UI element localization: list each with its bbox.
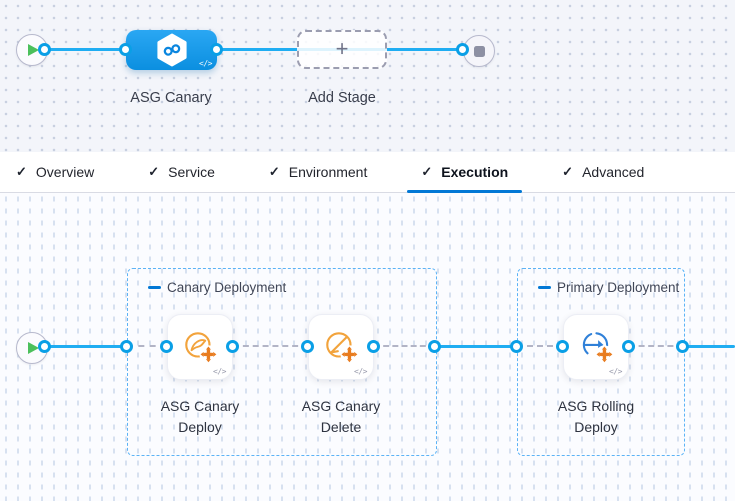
code-icon[interactable]: </>	[199, 59, 212, 68]
step-name-label: ASG Canary Delete	[301, 398, 381, 435]
connector-port[interactable]	[428, 340, 441, 353]
connector-port[interactable]	[160, 340, 173, 353]
connector-port[interactable]	[120, 340, 133, 353]
connector-port[interactable]	[301, 340, 314, 353]
group-dash-icon	[148, 286, 161, 289]
stage-config-tabs: ✓ Overview ✓ Service ✓ Environment ✓ Exe…	[0, 152, 735, 193]
connector-port[interactable]	[676, 340, 689, 353]
tab-label: Environment	[288, 164, 368, 180]
tab-environment[interactable]: ✓ Environment	[255, 152, 382, 192]
stage-canvas[interactable]: </> ASG Canary + Add Stage	[0, 0, 735, 152]
connector-port[interactable]	[510, 340, 523, 353]
step-name-label: ASG Canary Deploy	[160, 398, 240, 435]
connector-line-dashed	[233, 345, 308, 347]
code-icon[interactable]: </>	[609, 367, 622, 376]
connector-port[interactable]	[556, 340, 569, 353]
cd-stage-icon	[156, 33, 187, 67]
code-icon[interactable]: </>	[354, 367, 367, 376]
add-stage-label: Add Stage	[308, 90, 376, 106]
check-icon: ✓	[148, 164, 160, 179]
step-asg-canary-deploy[interactable]: </>	[167, 314, 233, 380]
group-label: Canary Deployment	[148, 280, 286, 295]
connector-port[interactable]	[38, 340, 51, 353]
asg-rolling-deploy-icon	[582, 332, 614, 364]
add-stage-button[interactable]: +	[297, 30, 387, 69]
connector-port[interactable]	[367, 340, 380, 353]
connector-line-dashed	[374, 345, 435, 347]
tab-execution[interactable]: ✓ Execution	[407, 152, 522, 193]
step-asg-canary-delete[interactable]: </>	[308, 314, 374, 380]
plus-icon: +	[335, 35, 349, 61]
stop-icon	[473, 45, 485, 57]
connector-port[interactable]	[622, 340, 635, 353]
stage-name-label: ASG Canary	[130, 90, 212, 106]
connector-line	[44, 48, 464, 51]
code-icon[interactable]: </>	[213, 367, 226, 376]
execution-canvas[interactable]: Canary Deployment Primary Deployment	[0, 193, 735, 501]
connector-line-dashed	[127, 345, 167, 347]
step-group-primary-deployment[interactable]: Primary Deployment	[517, 268, 685, 456]
group-label: Primary Deployment	[538, 280, 679, 295]
connector-line-dashed	[517, 345, 563, 347]
connector-port[interactable]	[456, 43, 469, 56]
connector-port[interactable]	[38, 43, 51, 56]
step-name-label: ASG Rolling Deploy	[557, 398, 635, 435]
connector-line	[683, 345, 735, 348]
check-icon: ✓	[268, 164, 280, 179]
connector-line	[435, 345, 517, 348]
connector-port[interactable]	[210, 43, 223, 56]
play-icon	[28, 342, 39, 354]
connector-line-dashed	[629, 345, 683, 347]
check-icon: ✓	[16, 164, 27, 179]
connector-port[interactable]	[226, 340, 239, 353]
step-asg-rolling-deploy[interactable]: </>	[563, 314, 629, 380]
tab-overview[interactable]: ✓ Overview	[2, 152, 108, 192]
play-icon	[28, 44, 39, 56]
stage-asg-canary[interactable]: </>	[126, 30, 217, 70]
group-dash-icon	[538, 286, 551, 289]
check-icon: ✓	[562, 164, 574, 179]
pipeline-stop-node[interactable]	[463, 35, 495, 67]
asg-canary-delete-icon	[326, 332, 359, 364]
tab-label: Execution	[441, 164, 509, 180]
tab-advanced[interactable]: ✓ Advanced	[548, 152, 658, 192]
tab-label: Overview	[35, 164, 95, 180]
tab-label: Advanced	[582, 164, 645, 180]
connector-line	[44, 345, 127, 348]
check-icon: ✓	[421, 164, 433, 179]
step-group-canary-deployment[interactable]: Canary Deployment	[127, 268, 437, 456]
tab-service[interactable]: ✓ Service	[134, 152, 229, 192]
asg-canary-deploy-icon	[185, 332, 218, 364]
tab-label: Service	[168, 164, 215, 180]
connector-port[interactable]	[119, 43, 132, 56]
